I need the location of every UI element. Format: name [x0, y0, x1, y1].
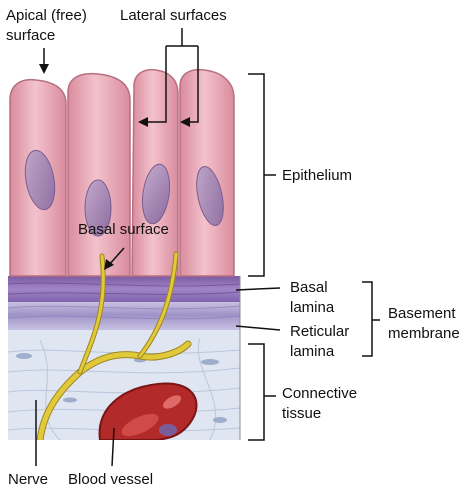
epithelial-cell-2 [67, 72, 131, 277]
basal-lamina-leader [235, 287, 281, 291]
reticular-lamina-leader [235, 325, 281, 331]
connective-label-line2: tissue [282, 405, 321, 422]
blood-vessel-leader [111, 427, 115, 467]
reticular-lamina-label-line2: lamina [290, 343, 335, 360]
connective-label-line1: Connective [282, 385, 357, 402]
reticular-lamina-layer [8, 300, 240, 330]
apical-label-line2: surface [6, 27, 55, 44]
nuclei [24, 149, 224, 237]
reticular-lamina-label-line1: Reticular [290, 323, 349, 340]
nucleus-3 [141, 163, 171, 225]
basement-label-line1: Basement [388, 305, 456, 322]
nerve-fiber [36, 251, 192, 440]
epithelium-label: Epithelium [282, 167, 352, 184]
basement-bracket [362, 281, 373, 357]
basal-lamina-layer [8, 276, 240, 302]
nucleus-2 [84, 179, 112, 237]
apical-label-line1: Apical (free) [6, 7, 87, 24]
lateral-surfaces-label: Lateral surfaces [120, 7, 227, 24]
arrowheads [39, 64, 190, 270]
basal-lamina-label-line2: lamina [290, 299, 335, 316]
connective-bracket [248, 343, 265, 441]
blood-vessel-label: Blood vessel [68, 471, 153, 488]
nucleus-1 [24, 149, 56, 211]
basal-lamina-label-line1: Basal [290, 279, 328, 296]
epithelium-bracket [248, 73, 265, 277]
basal-surface-label: Basal surface [78, 221, 169, 238]
basement-label-line2: membrane [388, 325, 460, 342]
lateral-leader-left [142, 46, 167, 123]
blood-vessel [98, 382, 198, 440]
nerve-label: Nerve [8, 471, 48, 488]
nucleus-4 [196, 166, 224, 226]
